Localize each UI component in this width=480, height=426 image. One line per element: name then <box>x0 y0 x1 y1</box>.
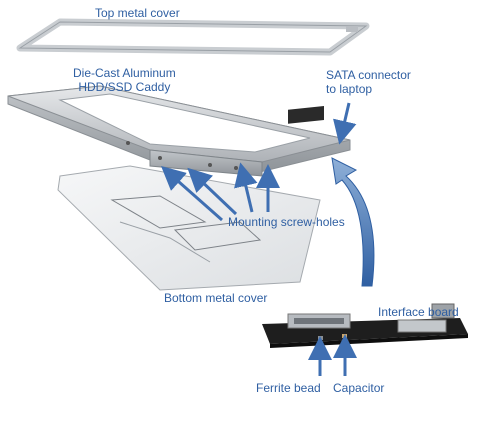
aluminum-caddy <box>7 85 351 177</box>
label-sata: SATA connector to laptop <box>326 68 411 96</box>
top-metal-cover <box>16 18 370 56</box>
label-mounting-holes: Mounting screw-holes <box>228 215 345 229</box>
label-caddy: Die-Cast Aluminum HDD/SSD Caddy <box>73 66 176 94</box>
sata-arrow <box>333 102 357 145</box>
label-sata-line1: SATA connector <box>326 68 411 82</box>
label-caddy-line2: HDD/SSD Caddy <box>78 80 171 94</box>
mounting-hole-arrows <box>161 162 280 222</box>
label-ferrite-bead: Ferrite bead <box>256 381 321 395</box>
label-top-cover: Top metal cover <box>95 6 180 20</box>
label-caddy-line1: Die-Cast Aluminum <box>73 66 176 80</box>
bottom-metal-cover <box>57 165 321 291</box>
label-interface-board: Interface board <box>378 305 459 319</box>
label-sata-line2: to laptop <box>326 82 373 96</box>
label-bottom-cover: Bottom metal cover <box>164 291 268 305</box>
label-capacitor: Capacitor <box>333 381 385 395</box>
curved-arrow <box>331 157 375 287</box>
